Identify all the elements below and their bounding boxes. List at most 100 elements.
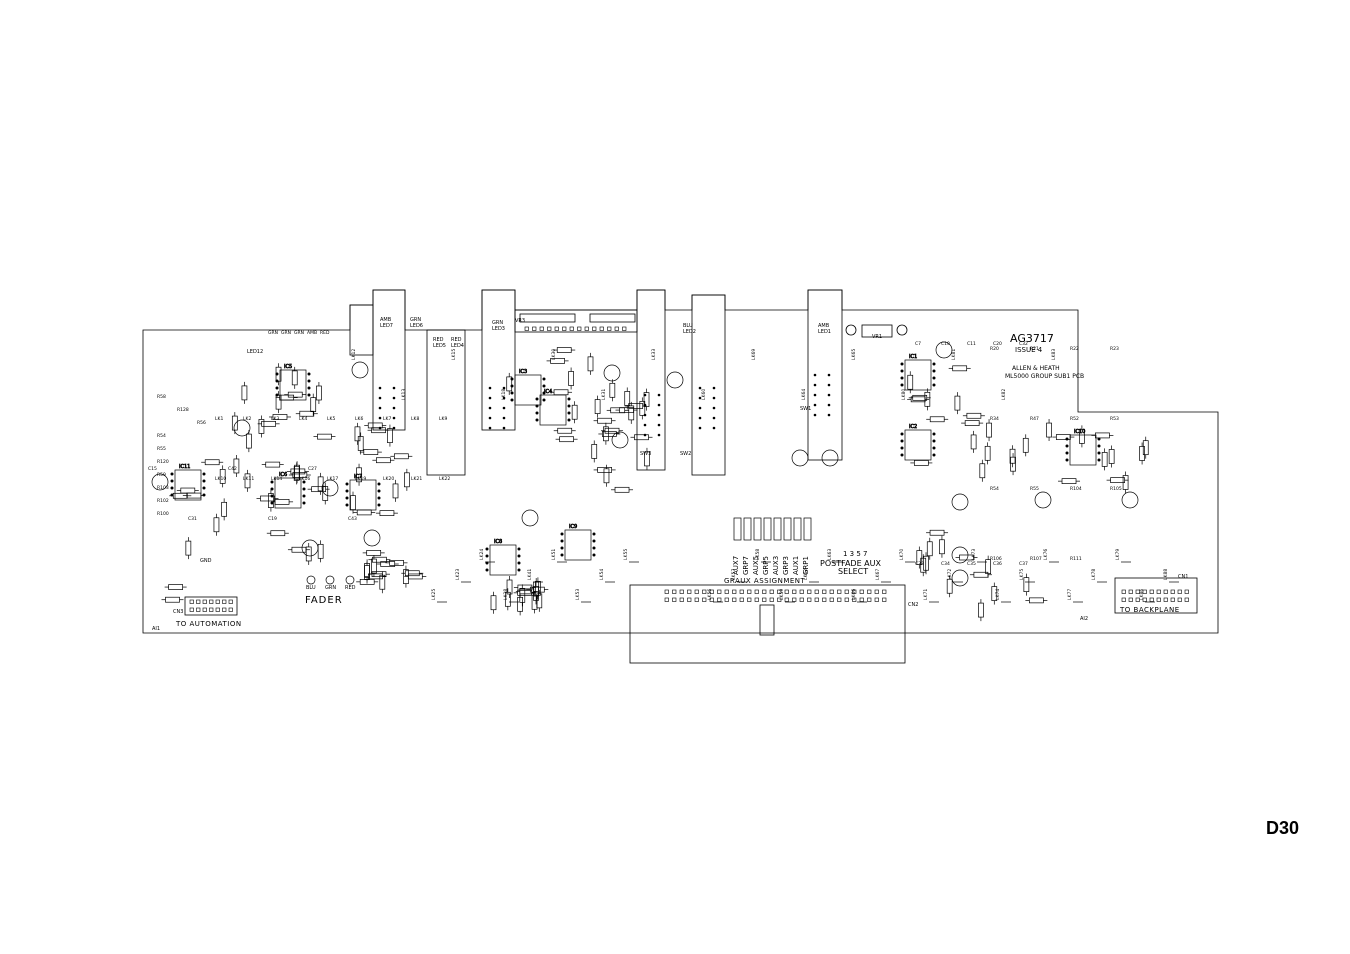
connector-pin [196,599,201,604]
resistor [366,550,382,556]
connector-pin [747,597,752,602]
link-label: LK11 [243,476,254,482]
board-part-number: AG3717 [1010,332,1054,345]
ic-pin [307,379,311,383]
resistor-label: R52 [1070,416,1079,422]
link-label: LK88 [1163,569,1169,580]
ic-pin [900,383,904,387]
ic-pin [275,379,279,383]
switch-pad [698,386,702,390]
electrolytic-capacitor [233,419,251,437]
connector-pin [679,597,684,602]
connector-pin [724,597,729,602]
connector-pin [844,589,849,594]
sw1-label: SW1 [800,406,811,412]
link-label: LK51 [551,549,557,560]
resistor [594,399,601,414]
resistor [946,578,953,594]
resistor-label: R102 [157,498,169,504]
resistor [733,517,742,541]
ic-package [489,544,517,576]
switch-pad [657,423,661,427]
connector-pin [1135,589,1140,594]
resistor-label: R104 [1070,486,1082,492]
connector-pin [882,597,887,602]
resistor [291,370,298,386]
link-label: LK30 [551,349,557,360]
link-label: LK10 [215,476,226,482]
switch-pad [392,386,396,390]
connector-pin [814,589,819,594]
ic-pin [1065,444,1069,448]
ic-pin [510,377,514,381]
connector-pin [837,589,842,594]
resistor [356,509,372,516]
connector-pin [822,589,827,594]
ic-pin [567,418,571,422]
electrolytic-capacitor [611,431,629,449]
ic-pin [932,432,936,436]
connector-pin [852,589,857,594]
switch-pad [813,373,817,377]
switch-pad [827,373,831,377]
ic-pin [560,553,564,557]
led-name-label: LED4 [451,343,464,349]
link-label: LK70 [899,549,905,560]
connector-pin [769,589,774,594]
link-label: LK77 [1067,589,1073,600]
fader-label: FADER [305,595,343,606]
connector-pin [709,597,714,602]
connector-pin [799,597,804,602]
resistor [970,434,977,450]
connector-pin [672,589,677,594]
connector-pin [209,607,214,612]
resistor [1110,477,1125,483]
ic-pin [932,446,936,450]
resistor [597,417,612,424]
link-label: LK82 [1001,389,1007,400]
ic-pin [307,393,311,397]
link-label: LK18 [501,389,507,400]
connector-pin [702,589,707,594]
cn3-destination: TO AUTOMATION [175,620,242,628]
resistor [350,495,356,510]
led-indicator [345,575,355,585]
connector-pin [739,597,744,602]
resistor [929,416,945,423]
connector-pin [822,597,827,602]
link-label: LK38 [503,589,509,600]
link-label: LK62 [803,569,809,580]
board-issue: ISSUE 4 [1015,346,1043,354]
ic-pin [345,489,349,493]
connector-pin [717,589,722,594]
link-label: LK86 [1139,589,1145,600]
ic-package [279,369,307,401]
resistor [939,539,945,555]
select-label: SELECT [838,567,868,576]
switch-pad [813,383,817,387]
resistor-label: R34 [990,416,999,422]
ic-pin [270,501,274,505]
capacitor-label: C37 [1019,561,1028,567]
link-label: LK8 [411,416,419,422]
cn2-label: CN2 [908,602,918,608]
capacitor-label: C20 [993,341,1002,347]
top-led-label: AMB [307,330,317,336]
connector-pin [739,589,744,594]
link-label: LK23 [455,569,461,580]
ic-pin [345,482,349,486]
link-label: LK41 [527,569,533,580]
connector-pin [679,589,684,594]
resistor [392,483,399,499]
link-label: LK22 [439,476,450,482]
resistor-label: R23 [1110,346,1119,352]
ic-pin [592,553,596,557]
resistor [221,501,227,517]
resistor [603,426,609,442]
ic-pin [517,568,521,572]
ic-pin [542,398,546,402]
resistor [404,570,420,577]
link-label: LK14 [271,476,282,482]
connector-pin [607,326,612,331]
switch-pad [698,396,702,400]
